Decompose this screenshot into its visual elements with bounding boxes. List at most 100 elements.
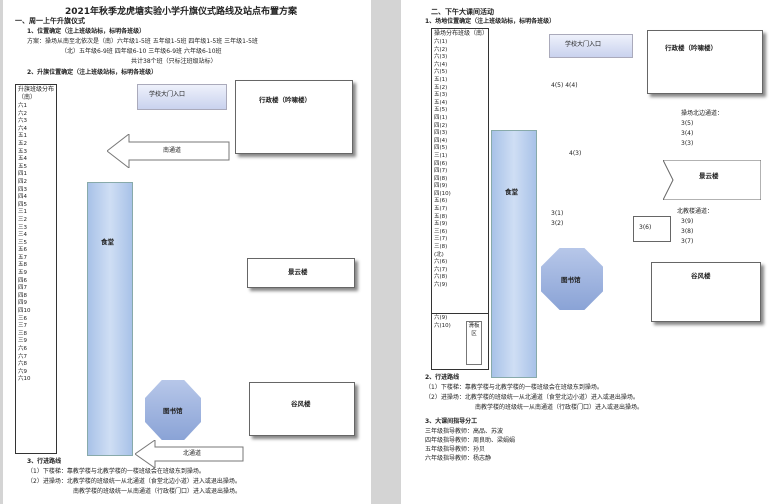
qingyun-building xyxy=(247,258,355,288)
column-row: 四9 xyxy=(18,300,27,307)
column-row: 四6 xyxy=(18,277,27,284)
plan-line-3: 共计38个班（只标注班级站标） xyxy=(131,58,217,65)
section-1-3-heading: 3、行进路线 xyxy=(27,458,62,465)
column-row: 五(8) xyxy=(434,213,448,220)
class-rows: 六(1)六(2)六(3)六(4)六(5)五(1)五(2)五(3)五(4)五(5)… xyxy=(432,39,488,290)
staff-line: 四年级指导教师：周良助、梁娟娟 xyxy=(425,437,516,444)
column-row: 四1 xyxy=(18,171,27,178)
column-row: 六(1) xyxy=(434,39,448,45)
class-marker-box xyxy=(633,216,671,242)
section-2-2-heading: 2、行进路线 xyxy=(425,374,460,381)
column-row: 六9 xyxy=(18,368,27,375)
left-page: 2021年秋季龙虎塘实验小学升旗仪式路线及站点布置方案 一、周一上午升旗仪式 1… xyxy=(3,0,371,504)
column-row: 五(2) xyxy=(434,84,448,91)
admin-building xyxy=(647,30,763,94)
column-row: 四(10) xyxy=(434,190,451,197)
column-row: 三3 xyxy=(18,224,27,231)
column-row: 五2 xyxy=(18,140,27,147)
column-row: 三5 xyxy=(18,239,27,246)
yufeng-building-label: 谷风楼 xyxy=(291,400,311,408)
class-marker-group-a: 4(5) 4(4) xyxy=(551,82,578,89)
column-row: 五5 xyxy=(18,163,27,170)
section-2-3-heading: 3、大课间指导分工 xyxy=(425,418,478,425)
column-row: 六(10) xyxy=(434,322,451,329)
yufeng-building xyxy=(249,382,355,436)
column-row: 三(1) xyxy=(434,152,448,159)
column-row: 五6 xyxy=(18,247,27,254)
column-row: 三2 xyxy=(18,216,27,223)
section-1-1-heading: 1、位置确定（注上班级站标，标明各班级） xyxy=(27,28,146,35)
column-row: 五1 xyxy=(18,133,27,140)
column-row: 五(6) xyxy=(434,198,448,205)
column-row: 五(4) xyxy=(434,99,448,106)
section-2-1-heading: 1、场地位置确定（注上班级站标，标明各班级） xyxy=(425,18,556,25)
column-row: 六10 xyxy=(18,376,31,383)
school-gate xyxy=(549,34,633,58)
column-row: 四3 xyxy=(18,186,27,193)
column-row: 六(3) xyxy=(434,54,448,61)
column-row: 三9 xyxy=(18,338,27,345)
yufeng-building-label: 谷风楼 xyxy=(691,272,711,280)
column-row: 六(9) xyxy=(434,282,448,288)
column-row: 六(5) xyxy=(434,69,448,76)
slide-area: 滑板区 xyxy=(466,321,482,365)
column-row: 五(7) xyxy=(434,206,448,213)
yufeng-building xyxy=(651,262,761,322)
column-row: (北) xyxy=(434,251,444,258)
plan-line-1: 方案：操场从南至北依次是（南）六年级1-5班 五年级1-5班 四年级1-5班 三… xyxy=(27,38,258,45)
column-row: 六(2) xyxy=(434,46,448,53)
column-row: 五4 xyxy=(18,156,27,163)
column-row: 三(8) xyxy=(434,244,448,251)
class-marker-box-label: 3(6) xyxy=(639,224,652,231)
column-row: 四(8) xyxy=(434,175,448,182)
column-row: 五(3) xyxy=(434,92,448,99)
passage-list-item: 3(8) xyxy=(681,228,694,235)
column-row: 六(8) xyxy=(434,274,448,281)
section-1-heading: 一、周一上午升旗仪式 xyxy=(15,17,85,25)
column-row: 六(9) xyxy=(434,315,448,321)
column-row: 四4 xyxy=(18,194,27,201)
staff-line: 六年级指导教师：杨志静 xyxy=(425,455,492,462)
school-gate-label: 学校大门入口 xyxy=(149,91,186,98)
section-1-2-heading: 2、升旗位置确定（注上班级站标，标明各班级） xyxy=(27,69,158,76)
right-page: 二、下午大课间活动 1、场地位置确定（注上班级站标，标明各班级） 操场分布班级（… xyxy=(401,0,769,504)
library-label: 图书馆 xyxy=(561,276,581,284)
canteen-label: 食堂 xyxy=(101,238,114,246)
school-gate xyxy=(137,84,227,110)
column-row: 四(2) xyxy=(434,122,448,129)
column-row: 五7 xyxy=(18,254,27,261)
staff-line: 三年级指导教师：高品、苏波 xyxy=(425,428,504,435)
column-row: 五3 xyxy=(18,148,27,155)
playground-class-column: 操场分布班级（南） 六(1)六(2)六(3)六(4)六(5)五(1)五(2)五(… xyxy=(431,28,489,370)
column-row: 五(1) xyxy=(434,76,448,83)
south-passage-label: 南通道 xyxy=(163,147,182,154)
column-row: 六8 xyxy=(18,361,27,368)
passage-list-item: 3(7) xyxy=(681,238,694,245)
column-row: 六(6) xyxy=(434,259,448,266)
arrow-north-passage xyxy=(135,440,244,468)
route-line-2: （2）进操场：北教学楼的班级统一从北通道（食堂北边小道）进入或退出操场。 xyxy=(27,478,241,485)
plan-line-2: （北）五年级6-9班 四年级6-10 三年级6-9班 六年级6-10班 xyxy=(61,48,222,55)
column-row: 四(3) xyxy=(434,130,448,137)
passage-list-item: 3(9) xyxy=(681,218,694,225)
canteen-label: 食堂 xyxy=(505,188,518,196)
column-row: 五(5) xyxy=(434,107,448,114)
column-row: 四(5) xyxy=(434,145,448,152)
column-row: 四(7) xyxy=(434,168,448,175)
route-line-3: 南教学楼的班级统一从南通道（行政楼门口）进入或退出操场。 xyxy=(73,488,242,495)
library xyxy=(145,380,201,440)
column-row: 三8 xyxy=(18,330,27,337)
column-row: 四(9) xyxy=(434,183,448,190)
column-row: 三7 xyxy=(18,323,27,330)
column-row: 六(7) xyxy=(434,266,448,273)
canteen xyxy=(87,182,133,456)
admin-building-label: 行政楼（吟啸楼） xyxy=(665,44,717,52)
route-line-3: 南教学楼的班级统一从南通道（行政楼门口）进入或退出操场。 xyxy=(475,404,644,411)
column-row: 六2 xyxy=(18,110,27,117)
column-row: 六3 xyxy=(18,118,27,125)
column-row: 六6 xyxy=(18,346,27,352)
column-header: 升旗班级分布（南） xyxy=(18,86,55,101)
north-building-passage-label: 北教楼通道： xyxy=(677,208,714,215)
route-line-1: （1）下楼梯：靠教学楼与北教学楼的一楼班级会在班级东到操场。 xyxy=(27,468,205,475)
